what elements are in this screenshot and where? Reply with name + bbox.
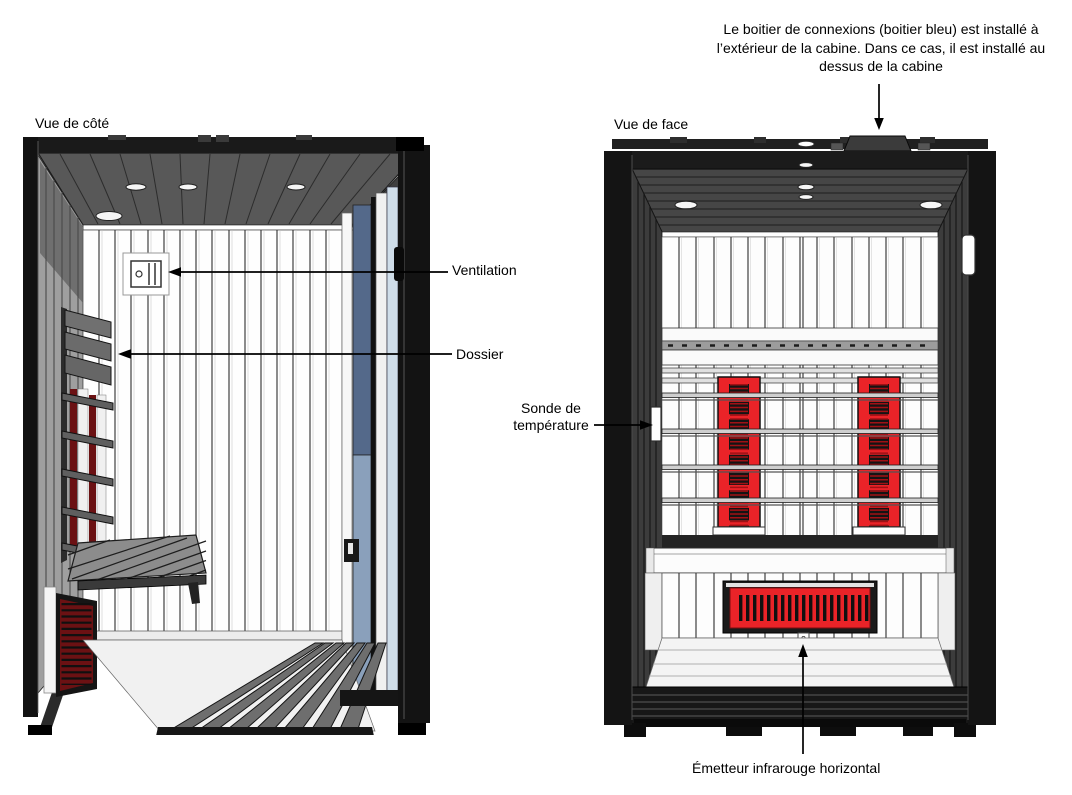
side-door bbox=[341, 156, 418, 698]
ceiling-lights bbox=[674, 162, 943, 210]
front-backrest-rails bbox=[661, 327, 939, 384]
horizontal-emitter bbox=[722, 580, 878, 634]
boitier-note-line2: l’extérieur de la cabine. Dans ce cas, i… bbox=[716, 39, 1046, 56]
temperature-sensor bbox=[650, 406, 662, 442]
side-back-wall bbox=[82, 229, 343, 641]
ceiling-lights bbox=[95, 183, 306, 221]
sonde-label-line2: température bbox=[513, 417, 589, 433]
ventilation-vent bbox=[122, 252, 170, 296]
side-floor bbox=[82, 639, 428, 735]
vertical-emitter-left bbox=[712, 376, 766, 536]
front-guard-rails bbox=[661, 392, 939, 506]
emetteur-label: Émetteur infrarouge horizontal bbox=[692, 760, 881, 776]
door-handle-icon bbox=[961, 234, 976, 276]
emitter-wall-base-band bbox=[662, 535, 938, 548]
boitier-note-line3: dessus de la cabine bbox=[819, 58, 943, 74]
dossier-label: Dossier bbox=[456, 346, 504, 362]
side-frame bbox=[23, 135, 430, 735]
front-frame-posts bbox=[604, 151, 996, 725]
front-view-title: Vue de face bbox=[614, 116, 689, 132]
connection-box bbox=[830, 135, 931, 152]
front-floor bbox=[624, 637, 976, 737]
side-ceiling bbox=[36, 152, 420, 231]
front-view-illustration bbox=[604, 135, 996, 737]
front-bench bbox=[645, 547, 955, 574]
boitier-note: Le boitier de connexions (boitier bleu) … bbox=[699, 20, 1063, 76]
side-view-illustration bbox=[23, 135, 430, 735]
door-handle-icon bbox=[344, 539, 359, 562]
cabin-feet bbox=[624, 723, 976, 737]
side-underbench-emitter bbox=[38, 586, 97, 733]
ventilation-label: Ventilation bbox=[452, 262, 517, 278]
front-ceiling bbox=[631, 162, 969, 238]
boitier-arrow bbox=[874, 84, 884, 130]
vertical-emitter-right bbox=[852, 376, 906, 536]
side-bench bbox=[67, 534, 207, 604]
sonde-label: Sonde de température bbox=[505, 400, 597, 434]
boitier-note-line1: Le boitier de connexions (boitier bleu) … bbox=[723, 21, 1039, 37]
sonde-label-line1: Sonde de bbox=[521, 400, 581, 416]
side-view-title: Vue de côté bbox=[35, 115, 110, 131]
